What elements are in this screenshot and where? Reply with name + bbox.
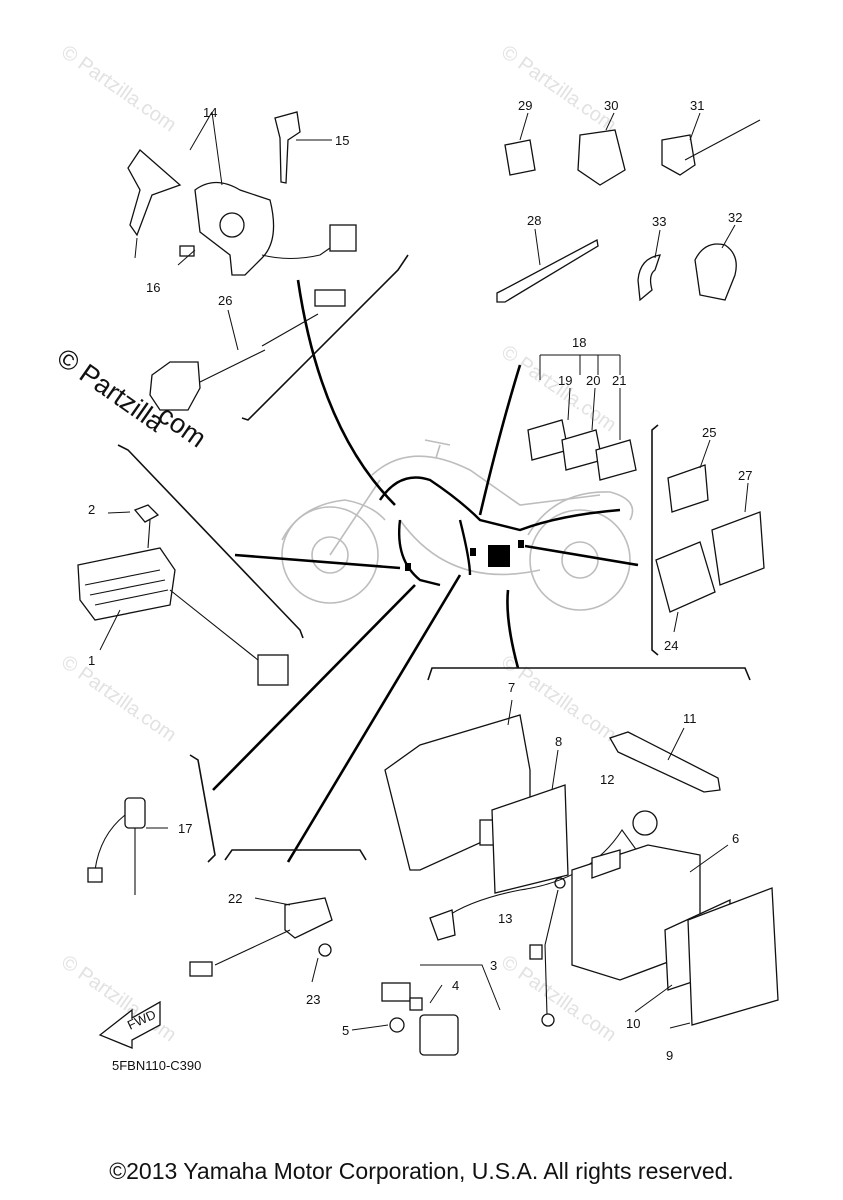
- callout-31: 31: [690, 98, 704, 113]
- callout-4: 4: [452, 978, 459, 993]
- callout-25: 25: [702, 425, 716, 440]
- callout-19: 19: [558, 373, 572, 388]
- callout-1: 1: [88, 653, 95, 668]
- copyright-notice: ©2013 Yamaha Motor Corporation, U.S.A. A…: [109, 1158, 734, 1184]
- callout-29: 29: [518, 98, 532, 113]
- callout-30: 30: [604, 98, 618, 113]
- battery-box: [384, 699, 569, 894]
- callout-12: 12: [600, 772, 614, 787]
- callout-22: 22: [228, 891, 242, 906]
- callout-2: 2: [88, 502, 95, 517]
- rectifier-regulator: [77, 504, 289, 686]
- lead-13: [529, 877, 566, 1027]
- callout-13: 13: [498, 911, 512, 926]
- watermark-1: © Partzilla.com: [57, 41, 180, 136]
- relay-group-3: [351, 964, 501, 1056]
- leader-arrows: [212, 279, 639, 863]
- callout-32: 32: [728, 210, 742, 225]
- neutral-switch: [87, 797, 168, 895]
- watermark-2: © Partzilla.com: [497, 41, 620, 136]
- main-switch-group: [127, 111, 357, 276]
- callout-33: 33: [652, 214, 666, 229]
- callout-7: 7: [508, 680, 515, 695]
- sensor-22: [189, 897, 333, 983]
- callout-11: 11: [683, 711, 697, 726]
- callout-26: 26: [218, 293, 232, 308]
- callout-8: 8: [555, 734, 562, 749]
- callout-24: 24: [664, 638, 678, 653]
- callout-10: 10: [626, 1016, 640, 1031]
- callout-15: 15: [335, 133, 349, 148]
- callout-28: 28: [527, 213, 541, 228]
- callout-21: 21: [612, 373, 626, 388]
- relay-group-24: [655, 439, 765, 633]
- group-brackets: [117, 254, 751, 863]
- callout-27: 27: [738, 468, 752, 483]
- callout-9: 9: [666, 1048, 673, 1063]
- callout-6: 6: [732, 831, 739, 846]
- clip-group: [496, 112, 761, 303]
- motorcycle-outline: [281, 439, 634, 611]
- wire-harness: [379, 476, 621, 587]
- callout-20: 20: [586, 373, 600, 388]
- watermark-4: © Partzilla.com: [57, 651, 180, 746]
- lead-12: [429, 810, 658, 941]
- callout-16: 16: [146, 280, 160, 295]
- harness-junction-box: [488, 545, 510, 567]
- lead-26: [149, 289, 346, 411]
- fwd-arrow: FWD: [98, 1000, 161, 1049]
- callout-3: 3: [490, 958, 497, 973]
- battery: [571, 844, 779, 1029]
- battery-band: [609, 727, 721, 793]
- callout-14: 14: [203, 105, 217, 120]
- callout-numbers: 1 2 3 4 5 6 7 8 9 10 11 12 13 14 15 16 1…: [88, 98, 752, 1063]
- fuse-group: [527, 354, 637, 481]
- callout-18: 18: [572, 335, 586, 350]
- callout-17: 17: [178, 821, 192, 836]
- callout-23: 23: [306, 992, 320, 1007]
- diagram-code: 5FBN110-C390: [112, 1058, 201, 1073]
- callout-5: 5: [342, 1023, 349, 1038]
